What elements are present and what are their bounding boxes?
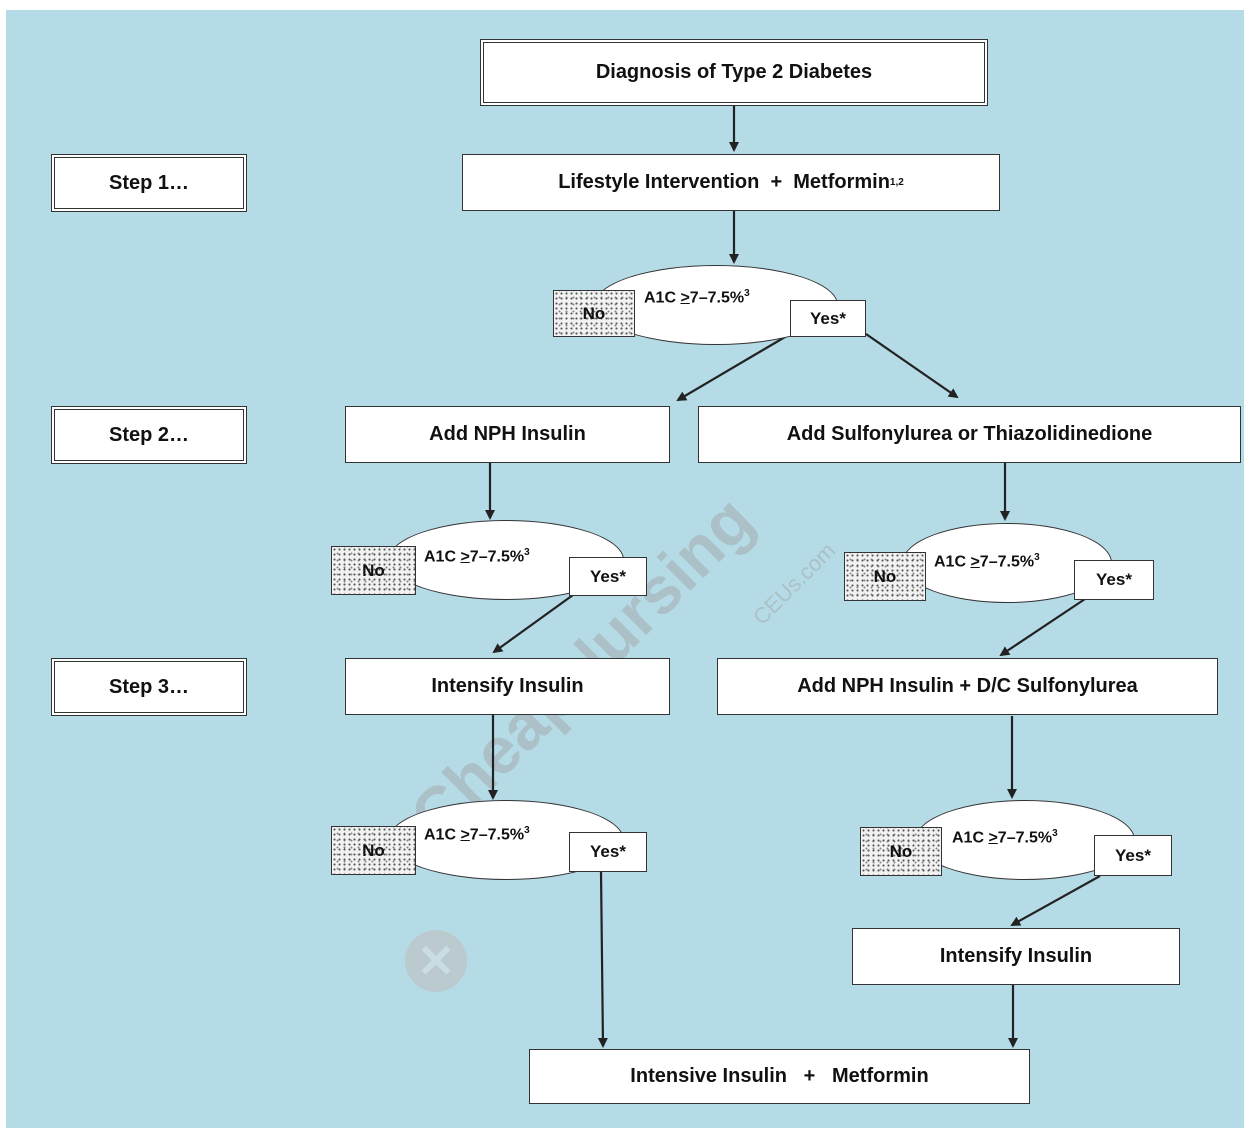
a1c-criterion-3-right: A1C >7–7.5%3 [952, 828, 1058, 847]
watermark-logo-icon: ✕ [405, 930, 467, 992]
yes-box-2-right: Yes* [1074, 560, 1154, 600]
a1c-criterion-2-left: A1C >7–7.5%3 [424, 547, 530, 566]
add-nph-insulin-box: Add NPH Insulin [345, 406, 670, 463]
a1c-criterion-1: A1C >7–7.5%3 [644, 288, 750, 307]
no-box-3-right: No [860, 827, 942, 876]
add-nph-dc-sulfonylurea-box: Add NPH Insulin + D/C Sulfonylurea [717, 658, 1218, 715]
yes-box-3-right: Yes* [1094, 835, 1172, 876]
yes-box-3-left: Yes* [569, 832, 647, 872]
step-1-label: Step 1… [51, 154, 247, 212]
add-sulfonylurea-box: Add Sulfonylurea or Thiazolidinedione [698, 406, 1241, 463]
no-box-2-right: No [844, 552, 926, 601]
a1c-criterion-3-left: A1C >7–7.5%3 [424, 825, 530, 844]
step-2-label: Step 2… [51, 406, 247, 464]
a1c-criterion-2-right: A1C >7–7.5%3 [934, 552, 1040, 571]
intensive-insulin-metformin-box: Intensive Insulin + Metformin [529, 1049, 1030, 1104]
no-box-3-left: No [331, 826, 416, 875]
yes-box-2-left: Yes* [569, 557, 647, 596]
step-3-label: Step 3… [51, 658, 247, 716]
yes-box-1: Yes* [790, 300, 866, 337]
intensify-insulin-box-right: Intensify Insulin [852, 928, 1180, 985]
no-box-1: No [553, 290, 635, 337]
lifestyle-metformin-label: Lifestyle Intervention + Metformin [558, 171, 890, 193]
diagnosis-box: Diagnosis of Type 2 Diabetes [480, 39, 988, 106]
intensify-insulin-box-left: Intensify Insulin [345, 658, 670, 715]
footnote-ref: 1,2 [889, 177, 904, 188]
no-box-2-left: No [331, 546, 416, 595]
